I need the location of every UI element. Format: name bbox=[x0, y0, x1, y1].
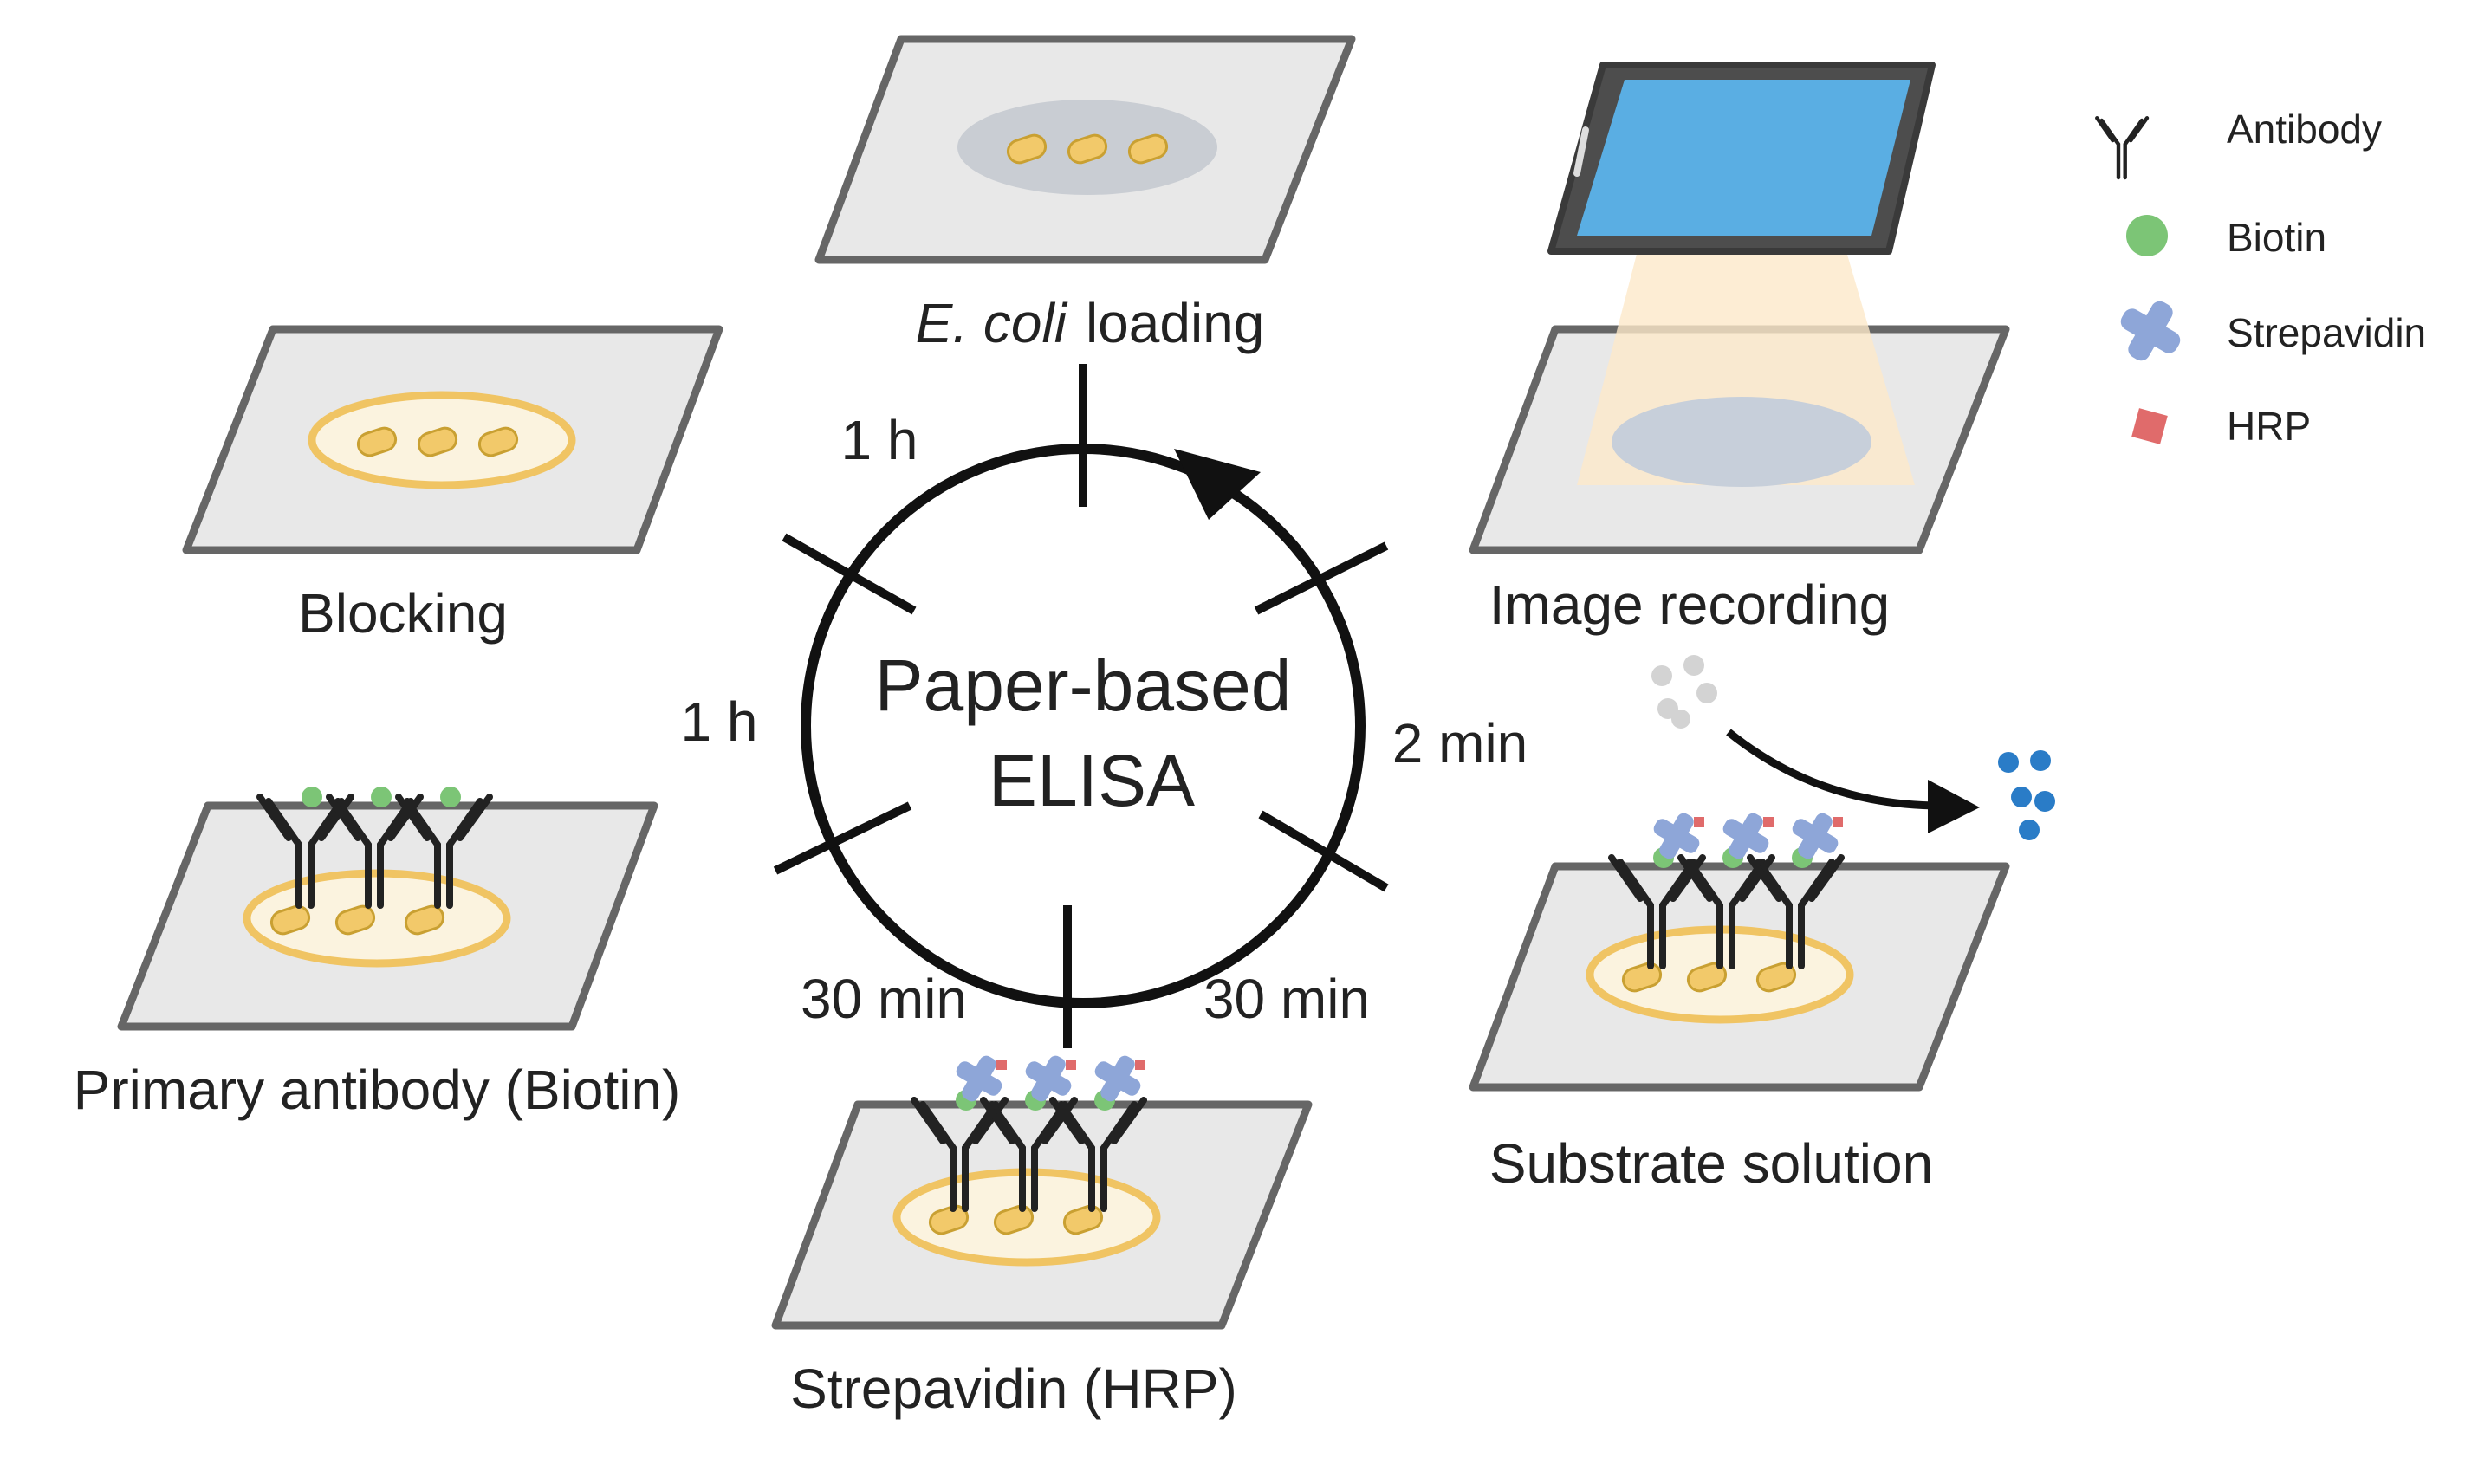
hrp bbox=[1763, 817, 1774, 827]
time-label-blocking: 1 h bbox=[681, 690, 758, 753]
step-strepavidin: Strepavidin (HRP) bbox=[771, 1053, 1313, 1420]
time-label-substrate: 2 min bbox=[1392, 712, 1528, 774]
legend-antibody: Antibody bbox=[2097, 107, 2382, 178]
antibody-icon bbox=[2097, 118, 2147, 178]
hrp-icon bbox=[2131, 408, 2168, 444]
legend-strepavidin: Strepavidin bbox=[2117, 297, 2426, 365]
legend: Antibody Biotin Strepavidin HRP bbox=[2097, 107, 2426, 449]
tick-upper-right bbox=[1254, 541, 1389, 615]
substrate-dot bbox=[1671, 710, 1690, 729]
cycle: Paper-based ELISA bbox=[773, 364, 1389, 1048]
time-label-primary: 30 min bbox=[801, 968, 967, 1030]
product-dot bbox=[2019, 820, 2040, 840]
time-label-strepavidin: 30 min bbox=[1203, 968, 1370, 1030]
center-title-line1: Paper-based bbox=[875, 645, 1292, 726]
product-dot bbox=[2034, 791, 2055, 812]
step-primary-antibody: Primary antibody (Biotin) bbox=[74, 787, 681, 1121]
tick-lower-left bbox=[773, 801, 912, 875]
substrate-dot bbox=[1696, 683, 1717, 703]
cycle-circle bbox=[801, 444, 1366, 1008]
tick-lower-right bbox=[1258, 810, 1389, 892]
product-dot bbox=[2011, 787, 2032, 807]
hrp bbox=[1066, 1060, 1076, 1070]
product-dot bbox=[2030, 750, 2051, 771]
step-label-blocking: Blocking bbox=[298, 582, 508, 645]
biotin bbox=[302, 787, 322, 807]
product-dot bbox=[1998, 752, 2019, 773]
legend-biotin: Biotin bbox=[2126, 215, 2326, 260]
hrp bbox=[1833, 817, 1843, 827]
legend-hrp-label: HRP bbox=[2227, 404, 2311, 449]
legend-biotin-label: Biotin bbox=[2227, 215, 2326, 260]
step-label-primary: Primary antibody (Biotin) bbox=[74, 1059, 681, 1121]
step-label-ecoli-italic: E. coli bbox=[916, 292, 1068, 354]
colored-spot bbox=[1612, 397, 1871, 487]
step-blocking: Blocking bbox=[182, 325, 723, 645]
biotin bbox=[371, 787, 392, 807]
step-label-ecoli: E. coli loading bbox=[916, 292, 1265, 354]
legend-hrp: HRP bbox=[2131, 404, 2311, 449]
legend-strepavidin-label: Strepavidin bbox=[2227, 310, 2426, 355]
biotin-icon bbox=[2126, 215, 2168, 256]
step-label-strepavidin: Strepavidin (HRP) bbox=[790, 1358, 1237, 1420]
step-label-substrate: Substrate solution bbox=[1489, 1132, 1933, 1195]
step-ecoli-loading: E. coli loading bbox=[814, 35, 1356, 354]
smartphone-icon bbox=[1547, 62, 1936, 255]
substrate-dot bbox=[1651, 665, 1672, 686]
cycle-arrowhead bbox=[1174, 449, 1261, 520]
hrp bbox=[1694, 817, 1704, 827]
substrate-dot bbox=[1683, 655, 1704, 676]
conversion-arrowhead bbox=[1928, 780, 1980, 833]
hrp bbox=[996, 1060, 1007, 1070]
biotin bbox=[440, 787, 461, 807]
center-title-line2: ELISA bbox=[989, 740, 1195, 821]
time-label-ecoli: 1 h bbox=[841, 409, 918, 471]
conversion-arrow bbox=[1726, 729, 1942, 810]
tick-upper-left bbox=[782, 533, 917, 615]
step-label-image: Image recording bbox=[1489, 574, 1890, 636]
step-image-recording: Image recording bbox=[1469, 62, 2010, 636]
step-substrate: Substrate solution bbox=[1469, 655, 2055, 1195]
legend-antibody-label: Antibody bbox=[2227, 107, 2382, 152]
step-label-ecoli-rest: loading bbox=[1086, 292, 1264, 354]
hrp bbox=[1135, 1060, 1145, 1070]
strepavidin-icon bbox=[2117, 297, 2184, 365]
